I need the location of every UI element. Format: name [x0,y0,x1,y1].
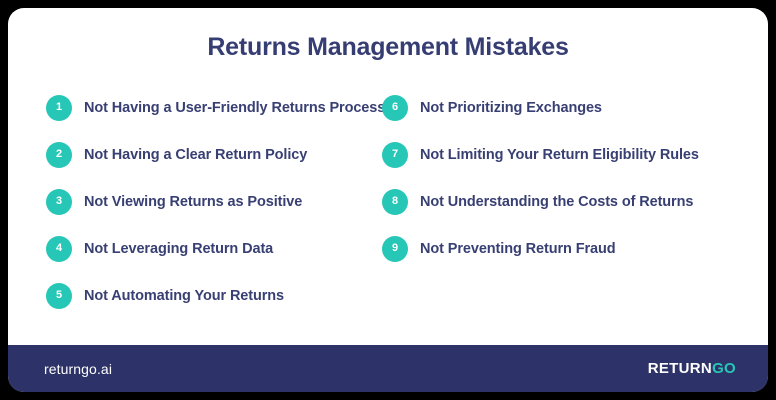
list-item-label: Not Preventing Return Fraud [420,240,616,257]
list-item-number-badge: 7 [382,141,408,168]
footer-bar: returngo.ai RETURNGO [8,345,768,392]
list-item-label: Not Limiting Your Return Eligibility Rul… [420,146,699,163]
list-item-number-badge: 5 [46,282,72,309]
list-item: 9 Not Preventing Return Fraud [382,225,768,272]
footer-website-label: returngo.ai [44,360,113,377]
list-item: 4 Not Leveraging Return Data [46,225,373,272]
mistakes-list-container: 1 Not Having a User-Friendly Returns Pro… [8,84,768,345]
list-item-label: Not Viewing Returns as Positive [84,193,303,210]
list-item-label: Not Prioritizing Exchanges [420,99,602,116]
list-item-label: Not Having a Clear Return Policy [84,146,308,163]
list-item-number-badge: 3 [46,188,72,215]
list-item-label: Not Understanding the Costs of Returns [420,193,694,210]
list-item: 1 Not Having a User-Friendly Returns Pro… [46,84,385,131]
list-item: 3 Not Viewing Returns as Positive [46,178,373,225]
list-item: 6 Not Prioritizing Exchanges [382,84,768,131]
list-item-label: Not Leveraging Return Data [84,240,274,257]
mistakes-column-right: 6 Not Prioritizing Exchanges 7 Not Limit… [373,84,768,345]
list-item-number-badge: 2 [46,141,72,168]
mistakes-column-left: 1 Not Having a User-Friendly Returns Pro… [8,84,385,345]
list-item-label: Not Automating Your Returns [84,287,285,304]
list-item: 5 Not Automating Your Returns [46,272,373,319]
logo-text-return: RETURN [647,360,713,377]
returngo-logo: RETURNGO [648,360,736,377]
logo-text-go: GO [712,360,736,377]
list-item-number-badge: 4 [46,235,72,262]
list-item-number-badge: 8 [382,188,408,215]
list-item-label: Not Having a User-Friendly Returns Proce… [84,99,386,116]
list-item-number-badge: 1 [46,94,72,121]
infographic-card: Returns Management Mistakes 1 Not Having… [8,8,768,392]
list-item-number-badge: 6 [382,94,408,121]
list-item: 2 Not Having a Clear Return Policy [46,131,373,178]
list-item-number-badge: 9 [382,235,408,262]
list-item: 7 Not Limiting Your Return Eligibility R… [382,131,768,178]
page-title: Returns Management Mistakes [207,33,569,61]
list-item: 8 Not Understanding the Costs of Returns [382,178,768,225]
